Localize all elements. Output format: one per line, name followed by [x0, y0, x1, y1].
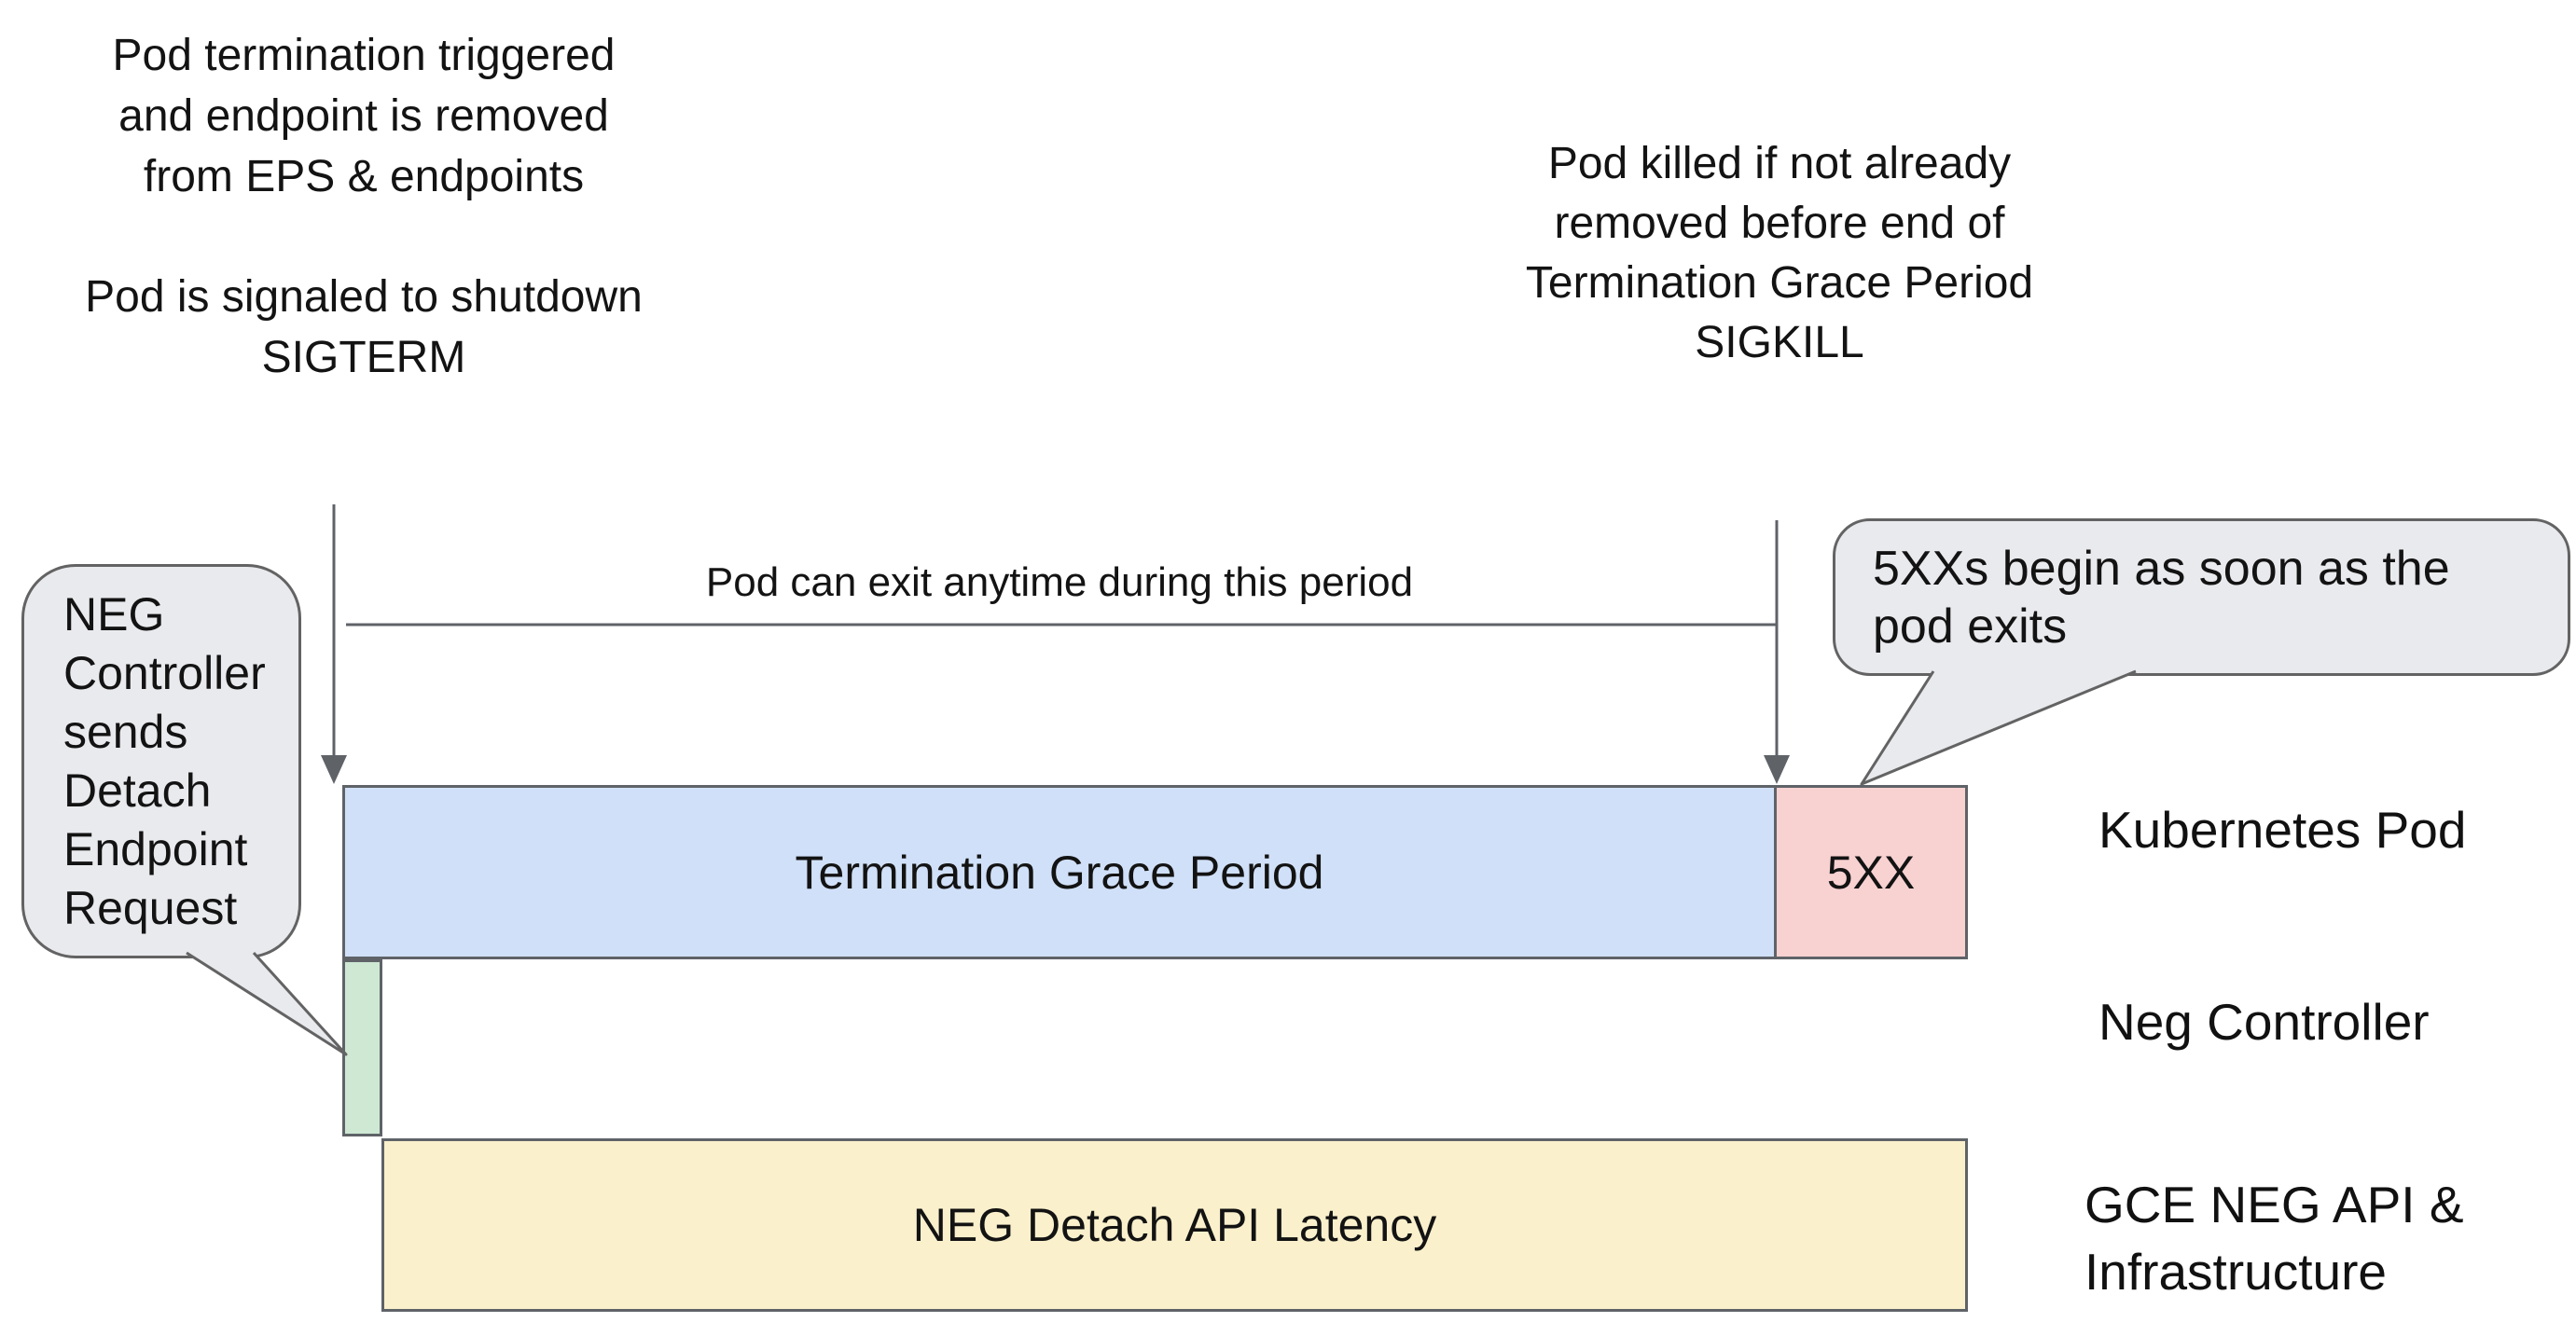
- termination-grace-period-bar: Termination Grace Period: [342, 785, 1777, 959]
- neg-controller-callout-bubble: NEG Controller sends Detach Endpoint Req…: [21, 564, 301, 958]
- row-label-neg-controller: Neg Controller: [2098, 993, 2430, 1051]
- period-span-label: Pod can exit anytime during this period: [705, 559, 1414, 605]
- note-line: Pod is signaled to shutdown: [85, 272, 643, 322]
- callout-line: pod exits: [1873, 599, 2068, 654]
- neg-controller-detach-bar: [342, 959, 382, 1136]
- callout-line: Controller: [63, 646, 266, 699]
- errors-5xx-label: 5XX: [1826, 846, 1916, 899]
- callout-line: Detach: [63, 764, 212, 817]
- termination-grace-period-label: Termination Grace Period: [795, 846, 1324, 899]
- pod-killed-note: Pod killed if not already removed before…: [1490, 134, 2069, 373]
- right-event-arrow: [1764, 520, 1790, 784]
- row-label-gce-line1: GCE NEG API &: [2084, 1176, 2464, 1233]
- row-label-gce-line2: Infrastructure: [2084, 1243, 2388, 1301]
- callout-line: Endpoint: [63, 822, 248, 875]
- callout-line: sends: [63, 705, 188, 758]
- row-label-kubernetes-pod: Kubernetes Pod: [2098, 801, 2467, 859]
- right-callout-tail: [1860, 669, 2137, 786]
- note-line: SIGTERM: [261, 333, 466, 382]
- pod-termination-note: Pod termination triggered and endpoint i…: [37, 25, 690, 388]
- note-line: Pod termination triggered: [112, 31, 616, 80]
- left-callout-tail: [186, 951, 348, 1056]
- errors-5xx-bar: 5XX: [1777, 785, 1968, 959]
- note-line: Pod killed if not already: [1547, 139, 2012, 188]
- 5xx-begins-callout-bubble: 5XXs begin as soon as the pod exits: [1833, 518, 2570, 676]
- callout-line: NEG: [63, 587, 165, 640]
- note-line: and endpoint is removed: [118, 91, 609, 141]
- note-line: from EPS & endpoints: [143, 152, 585, 201]
- neg-detach-latency-label: NEG Detach API Latency: [912, 1199, 1437, 1251]
- note-line: removed before end of: [1554, 199, 2005, 248]
- neg-detach-latency-bar: NEG Detach API Latency: [381, 1138, 1968, 1312]
- callout-line: Request: [63, 881, 238, 934]
- callout-line: 5XXs begin as soon as the: [1873, 541, 2450, 596]
- left-event-arrow: [321, 504, 347, 784]
- row-label-gce-neg-api: GCE NEG API & Infrastructure: [2084, 1171, 2464, 1305]
- note-line: SIGKILL: [1695, 318, 1864, 367]
- note-line: Termination Grace Period: [1525, 258, 2034, 308]
